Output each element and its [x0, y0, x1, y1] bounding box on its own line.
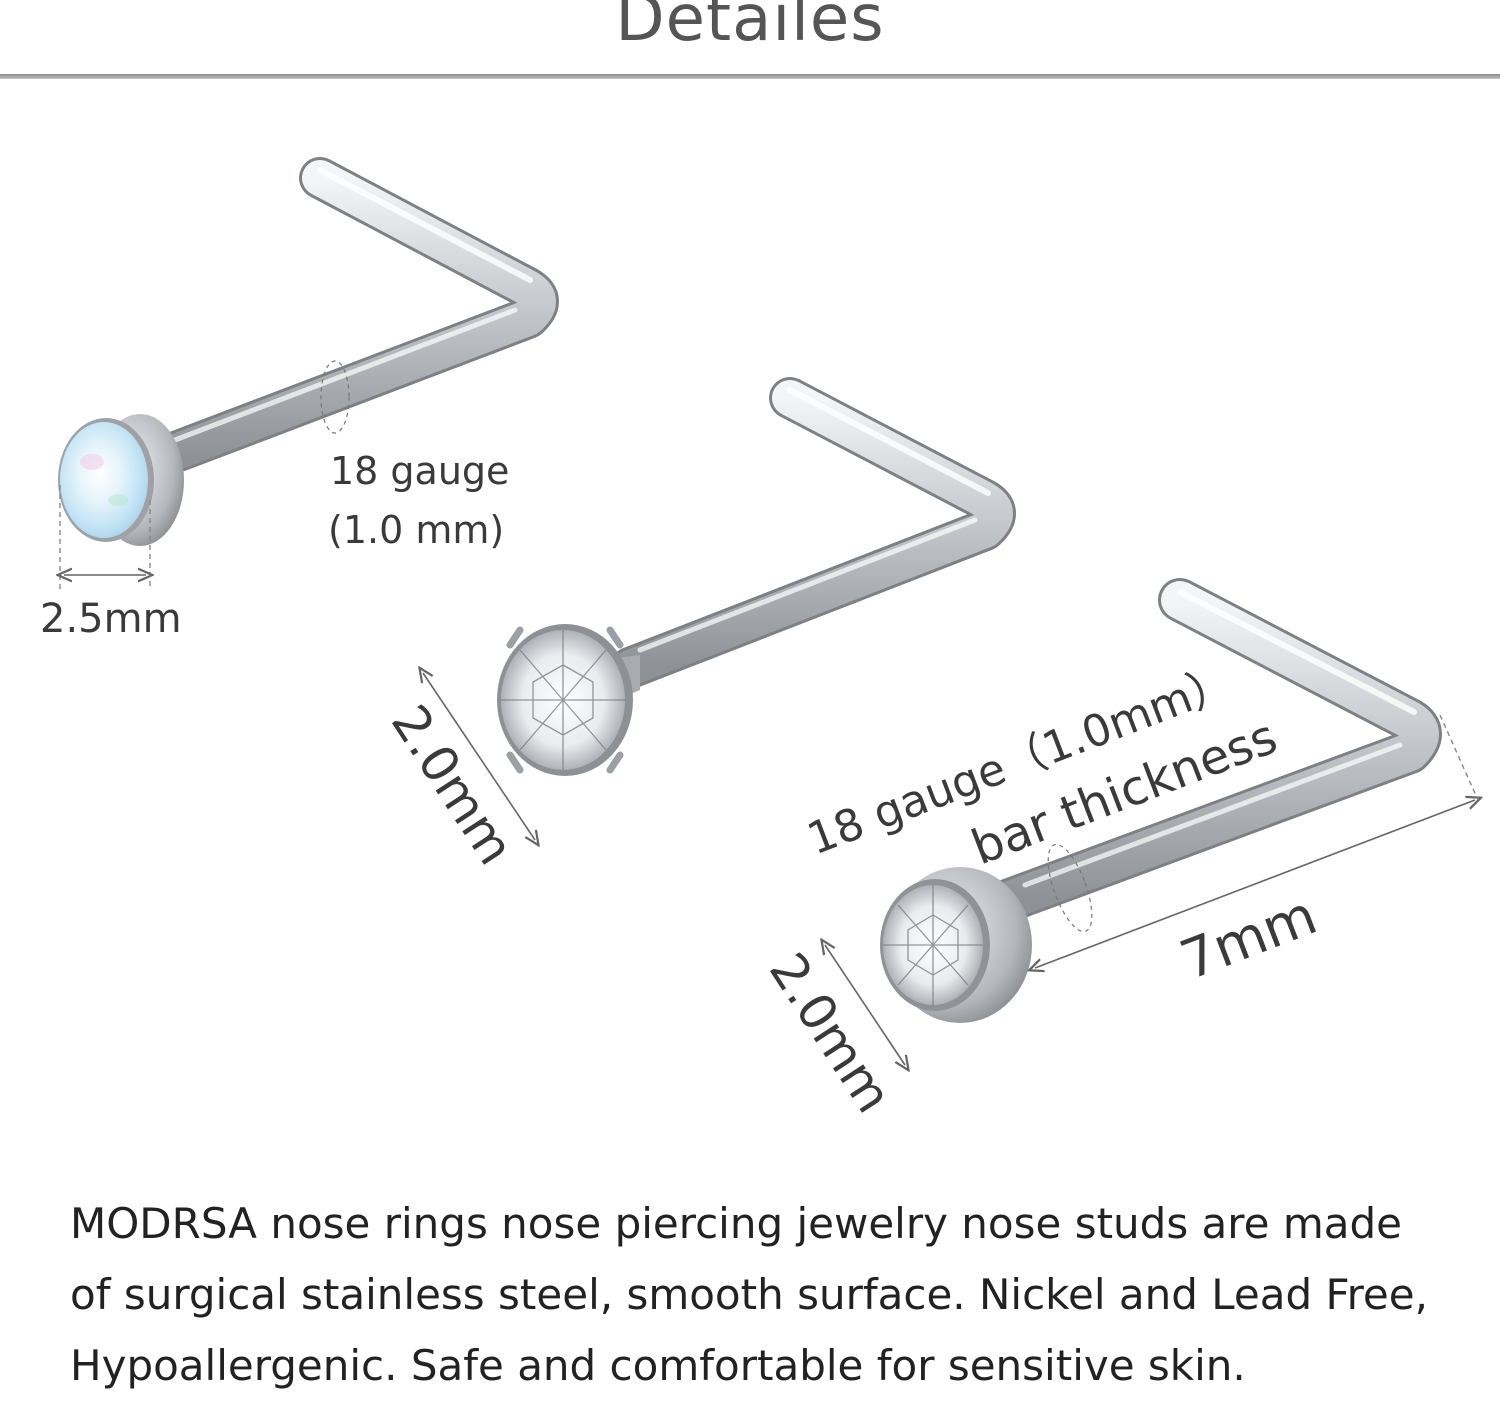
bottom-diameter-label: 2.0mm: [758, 943, 903, 1123]
opal-diameter-label: 2.5mm: [40, 596, 182, 642]
prong-set-nose-stud: [497, 377, 1016, 776]
description-line-1: MODRSA nose rings nose piercing jewelry …: [70, 1199, 1402, 1248]
description-line-2: of surgical stainless steel, smooth surf…: [70, 1270, 1428, 1319]
bar-length-label: 7mm: [1172, 883, 1325, 992]
opal-stone: [60, 422, 148, 538]
opal-diameter-dimension: [60, 485, 150, 590]
title-divider: [0, 74, 1500, 79]
description-line-3: Hypoallergenic. Safe and comfortable for…: [70, 1341, 1246, 1390]
bar-length-dimension: [1035, 714, 1478, 968]
bezel-diameter-dimension: [825, 945, 905, 1065]
prong-diameter-dimension: [423, 673, 535, 840]
gauge-top-label-line1: 18 gauge: [330, 449, 509, 493]
page-title: Detailes: [615, 0, 885, 56]
product-description: MODRSA nose rings nose piercing jewelry …: [70, 1188, 1470, 1401]
opal-nose-stud: [58, 157, 559, 546]
gauge-top-label-line2: (1.0 mm): [328, 508, 504, 552]
bezel-set-nose-stud: [880, 578, 1442, 1023]
